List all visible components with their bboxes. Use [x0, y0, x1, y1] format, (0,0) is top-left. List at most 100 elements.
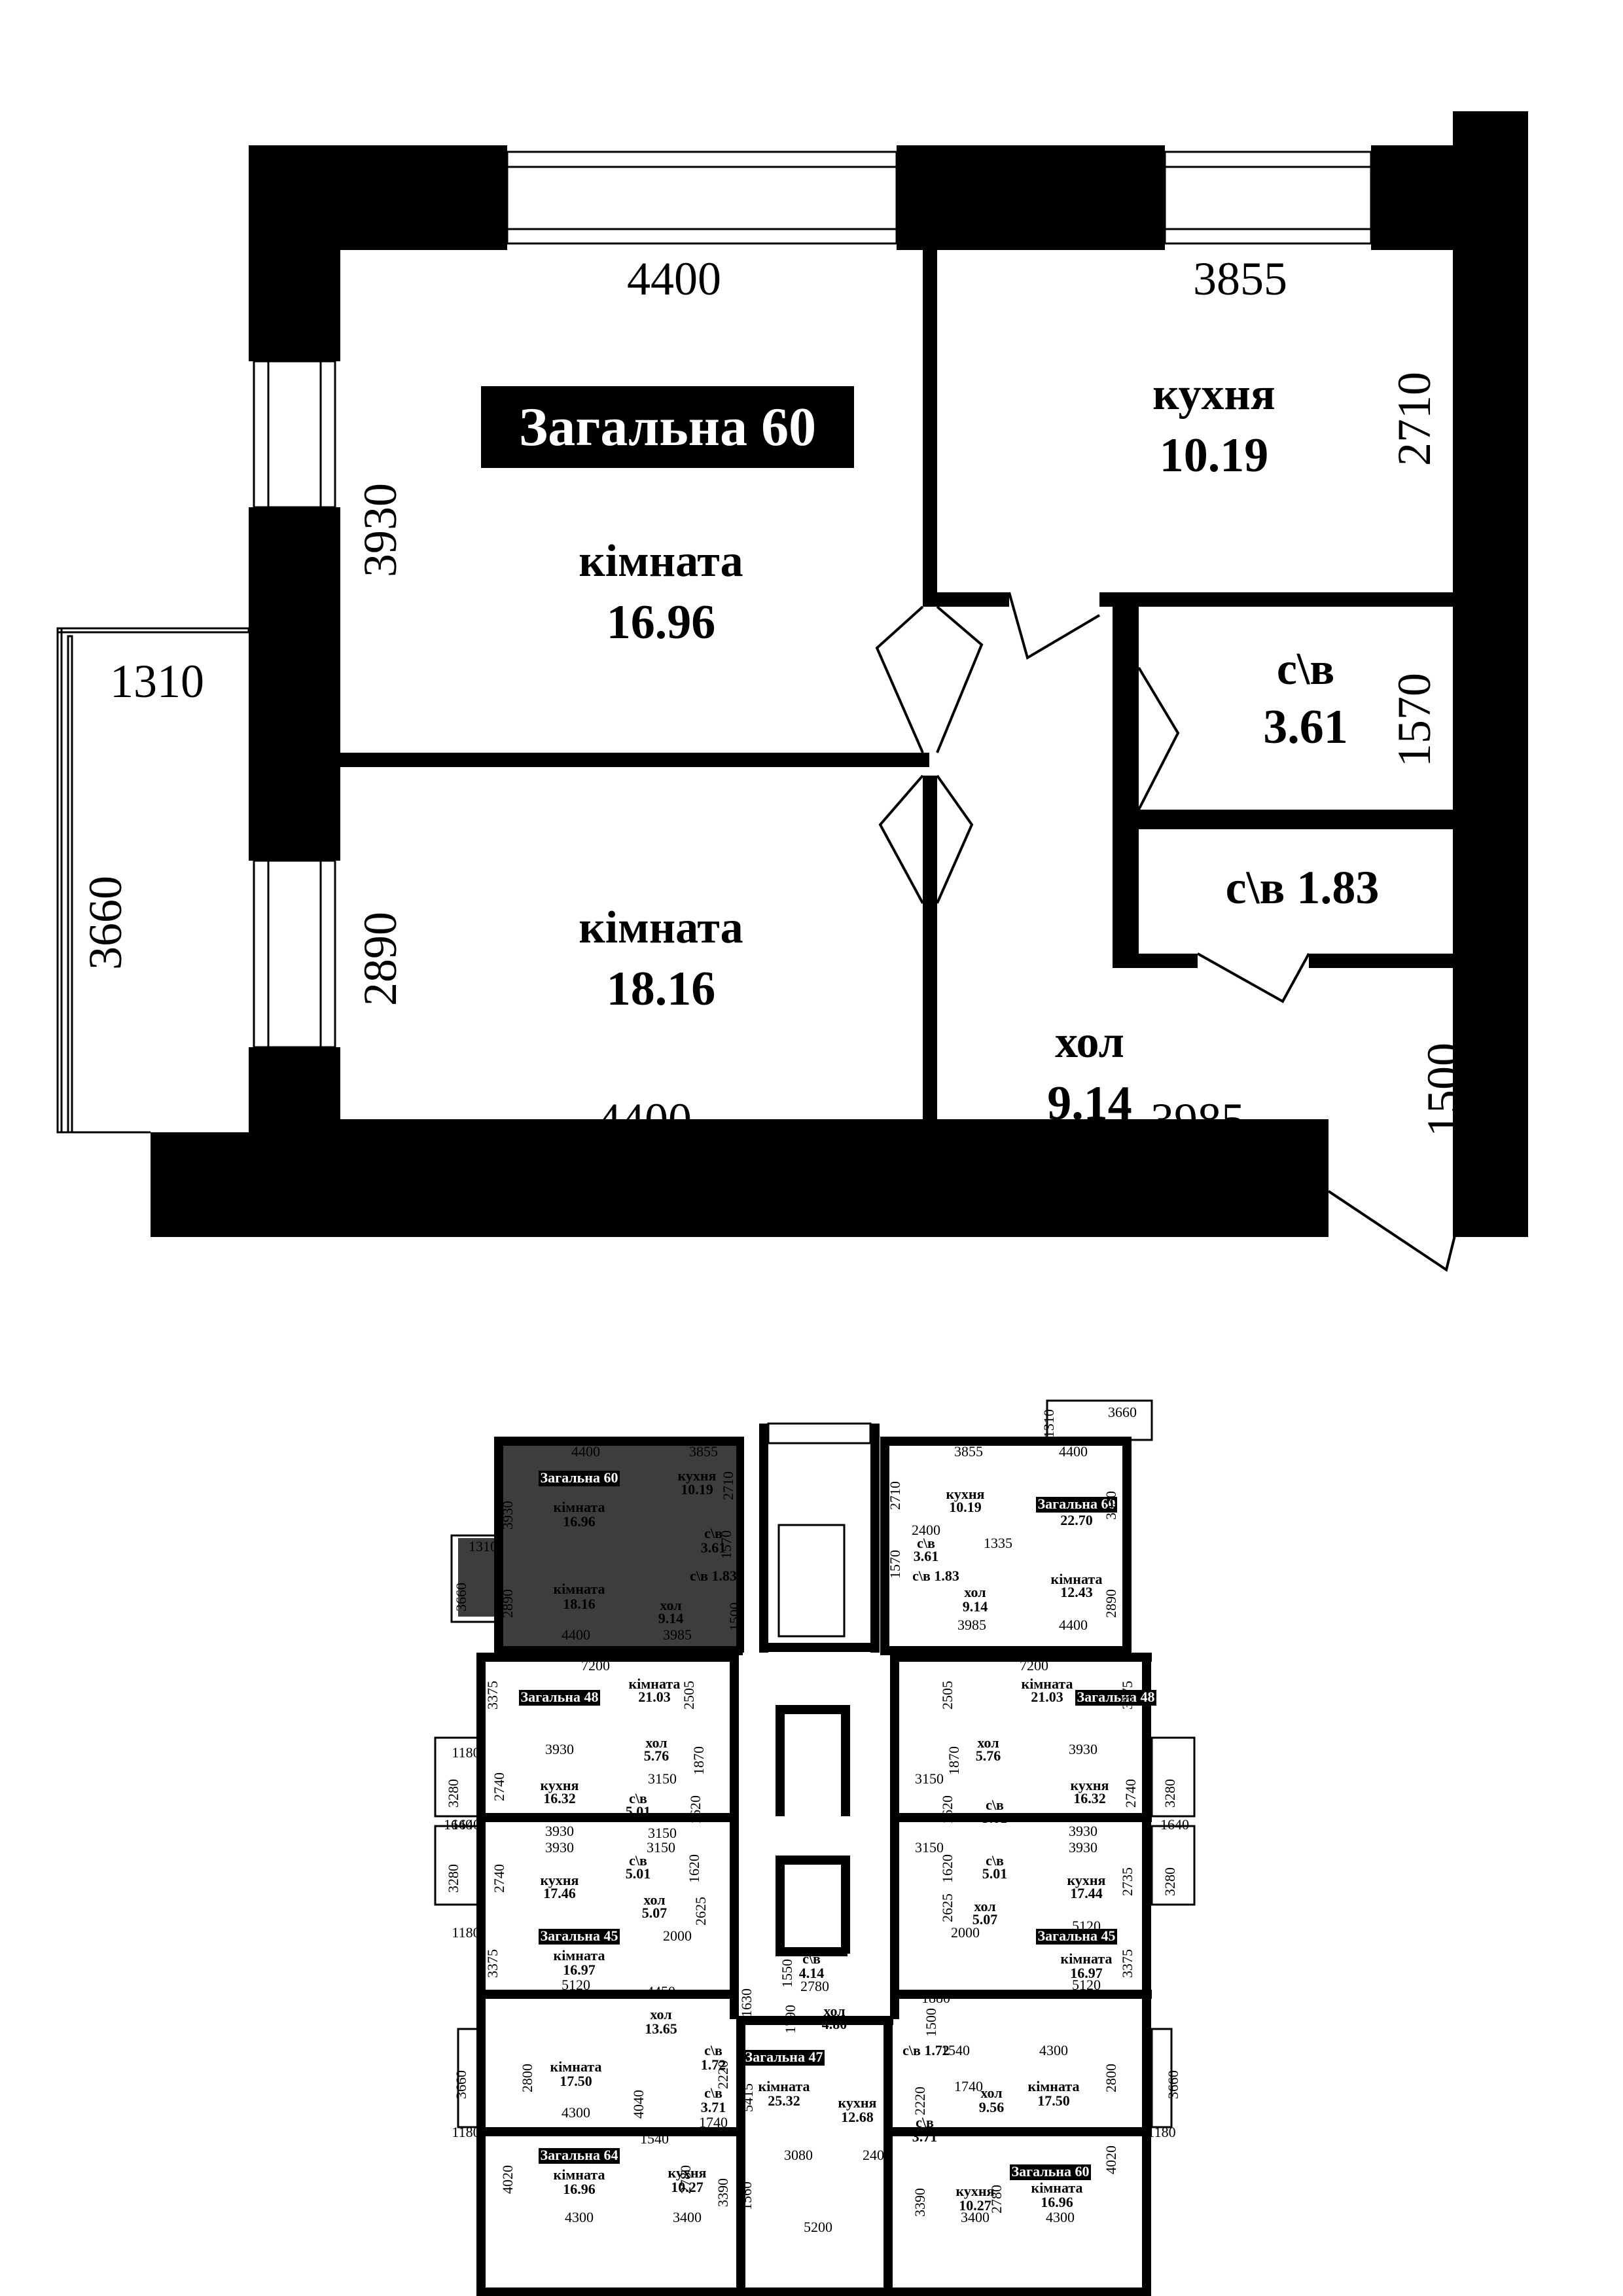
floor-label: с\в — [629, 1790, 647, 1806]
floor-label: 1560 — [738, 2181, 755, 2210]
floor-label: 3930 — [1103, 1491, 1119, 1520]
dim-top-left: 4400 — [627, 253, 721, 305]
floor-label: 3985 — [663, 1626, 692, 1643]
floor-label: 3400 — [673, 2209, 702, 2225]
floor-label: 3930 — [545, 1839, 574, 1856]
floor-label: 3.71 — [912, 2128, 938, 2145]
floor-label: 1.72 — [701, 2056, 726, 2073]
floor-label: 2000 — [663, 1928, 692, 1944]
floor-label: 3375 — [1119, 1949, 1135, 1978]
floor-label: кухня — [541, 1872, 579, 1888]
floor-label: хол — [980, 2085, 1002, 2101]
floor-label: 5.01 — [982, 1865, 1008, 1882]
floor-label: 1740 — [954, 2078, 983, 2094]
floor-label: 1870 — [690, 1746, 707, 1775]
floor-label: 1870 — [946, 1746, 962, 1775]
floor-label: Загальна 45 — [541, 1928, 618, 1944]
floor-label: 1620 — [939, 1795, 955, 1824]
floor-label: 5.76 — [976, 1748, 1001, 1764]
floor-label: Загальна 48 — [1077, 1689, 1155, 1705]
floor-label: 5.01 — [626, 1865, 651, 1882]
floor-label: 2740 — [1122, 1779, 1139, 1808]
floor-label: кухня — [1071, 1777, 1109, 1793]
floor-label: Загальна 60 — [1038, 1496, 1116, 1512]
floor-label: 4020 — [499, 2165, 516, 2194]
floor-label: 1740 — [699, 2114, 728, 2130]
floor-label: 1570 — [887, 1550, 903, 1579]
floor-label: 10.19 — [681, 1481, 713, 1498]
floor-label: 2800 — [519, 2064, 535, 2092]
floor-label: с\в — [916, 2114, 934, 2130]
floor-label: 10.19 — [949, 1499, 982, 1515]
floor-total-badge — [519, 1690, 600, 1706]
floor-label: с\в — [986, 1797, 1004, 1813]
floor-label: 3930 — [1069, 1823, 1097, 1839]
floor-label: кухня — [946, 1486, 985, 1502]
floor-label: 1180 — [452, 1924, 480, 1941]
floor-label: кімната — [554, 2166, 605, 2183]
floor-label: кімната — [1031, 2179, 1083, 2196]
room1-area: 16.96 — [607, 596, 716, 649]
floor-label: 1180 — [452, 1744, 480, 1761]
floor-label: 16.97 — [1070, 1965, 1103, 1981]
floor-label: 5200 — [804, 2219, 832, 2235]
floor-label: хол — [660, 1597, 681, 1613]
floor-label: кімната — [1061, 1950, 1113, 1967]
floor-label: 2740 — [491, 1864, 507, 1893]
floor-label: 2780 — [800, 1978, 829, 1994]
floor-label: 1500 — [726, 1602, 743, 1631]
total-area-badge — [481, 386, 854, 468]
floor-label: 4020 — [1103, 2145, 1119, 2174]
floor-label: 2220 — [715, 2060, 731, 2089]
floor-label: хол — [643, 1892, 665, 1908]
floor-label: 2890 — [499, 1589, 516, 1618]
floor-label: 2000 — [951, 1924, 980, 1941]
floor-label: с\в — [704, 1525, 722, 1541]
floor-label: 4400 — [1059, 1443, 1088, 1460]
floor-label: 5.76 — [644, 1748, 669, 1764]
floor-label: 3930 — [545, 1823, 574, 1839]
floor-label: 16.96 — [563, 1513, 596, 1530]
floor-label: 17.50 — [560, 2073, 592, 2089]
floor-label: 1640 — [452, 1816, 480, 1833]
floor-label: 2505 — [681, 1681, 697, 1710]
floor-label: 2780 — [677, 2165, 694, 2194]
floor-label: 4300 — [565, 2209, 594, 2225]
floor-label: 1550 — [779, 1959, 795, 1988]
floor-label: 1335 — [984, 1535, 1012, 1551]
room2-area: 18.16 — [607, 962, 716, 1016]
floor-label: 5415 — [740, 2083, 756, 2112]
floor-label: 3660 — [453, 2070, 469, 2099]
floor-label: кімната — [758, 2078, 810, 2094]
floor-label: кухня — [541, 1777, 579, 1793]
floor-label: 3280 — [1162, 1867, 1178, 1896]
floor-label: 1640 — [1160, 1816, 1189, 1833]
floor-total-badge — [1010, 2164, 1091, 2180]
floor-total-badge — [539, 2148, 620, 2164]
floor-label: 3.61 — [701, 1539, 726, 1556]
floor-label: хол — [974, 1898, 995, 1914]
floor-label: 16.32 — [543, 1790, 576, 1806]
floor-label: 1620 — [687, 1795, 704, 1824]
floor-label: с\в — [986, 1852, 1004, 1869]
floor-label: 5120 — [1072, 1977, 1101, 1993]
floor-label: 5.01 — [982, 1810, 1008, 1826]
floor-label: кухня — [668, 2164, 707, 2181]
dim-top-right: 3855 — [1193, 253, 1287, 305]
dim-room1-height: 3930 — [354, 483, 406, 577]
floor-label: 1180 — [452, 2124, 480, 2140]
floor-label: 4300 — [1039, 2042, 1068, 2058]
floor-label: 3280 — [445, 1779, 461, 1808]
floor-label: 4.80 — [822, 2016, 847, 2032]
floor-label: 2400 — [912, 1522, 940, 1538]
floor-label: 2780 — [988, 2185, 1005, 2214]
floor-label: 10.27 — [959, 2197, 991, 2214]
floor-total-badge — [539, 1471, 620, 1486]
floor-label: 3150 — [647, 1839, 675, 1856]
room1-name: кімната — [579, 536, 743, 586]
highlighted-balcony — [458, 1538, 497, 1617]
floor-label: 1310 — [1041, 1409, 1057, 1438]
floor-total-badge — [1036, 1497, 1117, 1513]
floor-label: Загальна 60 — [541, 1469, 618, 1486]
